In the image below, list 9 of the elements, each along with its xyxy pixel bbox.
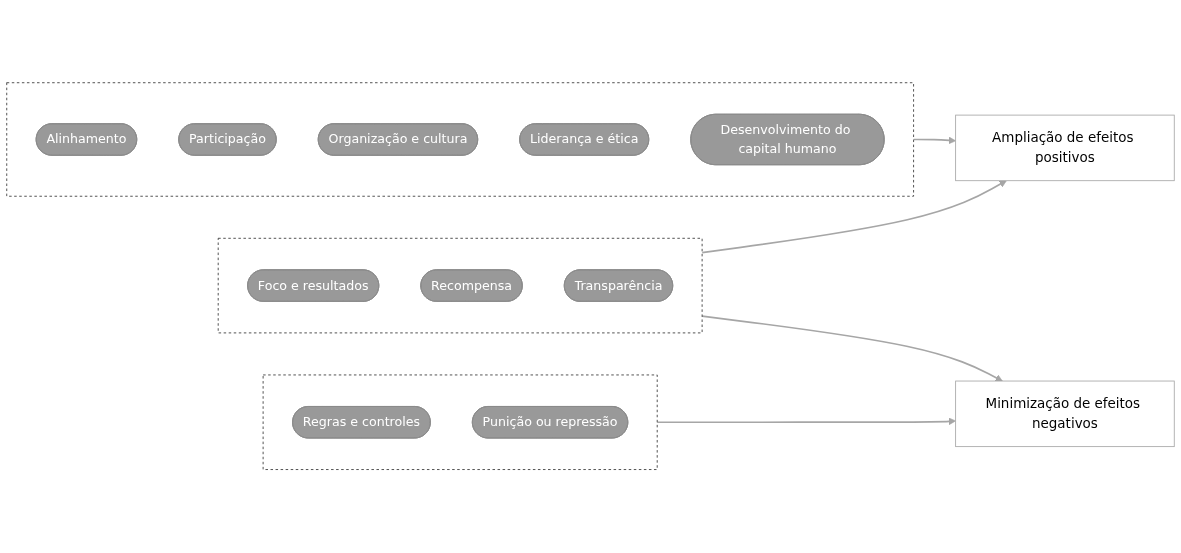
arrow: [656, 418, 956, 426]
arrow: [701, 180, 1007, 254]
cluster: [262, 374, 658, 471]
arrow: [912, 137, 956, 145]
node-box: Ampliação de efeitos positivos: [955, 115, 1175, 182]
cluster: [6, 82, 914, 198]
arrow: [701, 315, 1003, 382]
cluster: [217, 238, 703, 334]
node-box: Minimização de efeitos negativos: [955, 380, 1175, 448]
